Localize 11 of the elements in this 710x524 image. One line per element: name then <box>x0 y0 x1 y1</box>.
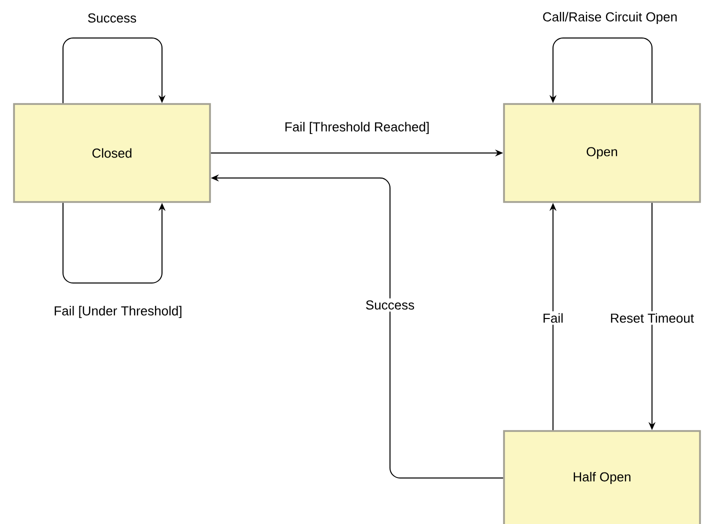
edge-label: Call/Raise Circuit Open <box>543 12 677 24</box>
edge-label: Success <box>363 298 417 312</box>
state-box: Open <box>503 103 701 203</box>
arrow <box>62 38 166 104</box>
state-box: Closed <box>13 103 211 203</box>
edge-label: Success <box>88 13 136 23</box>
edge-label: Fail <box>540 311 566 325</box>
state-box: Half Open <box>503 430 701 524</box>
edge-label: Reset Timeout <box>608 311 696 325</box>
edge-label: Fail [Under Threshold] <box>54 306 182 318</box>
edge-label: Fail [Threshold Reached] <box>285 122 429 134</box>
